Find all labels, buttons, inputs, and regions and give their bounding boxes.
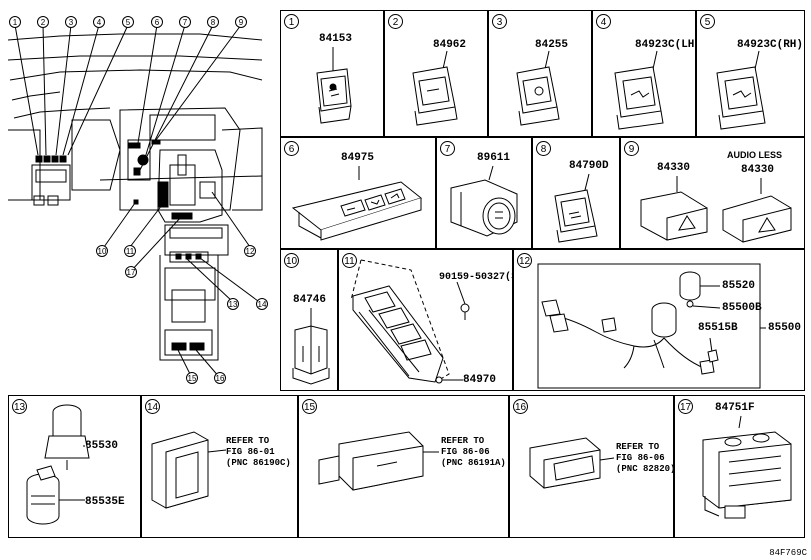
part-number: 84153 (319, 33, 353, 45)
part-number: 84962 (433, 39, 467, 51)
switch-icon (533, 138, 621, 250)
part-number: 84330 (657, 162, 691, 174)
cell-8: 8 84790D (532, 137, 620, 249)
callout-11: 11 (124, 245, 136, 257)
switch-icon (281, 11, 385, 138)
dashboard-console-drawing (0, 0, 275, 390)
cell-number: 15 (302, 399, 317, 414)
part-number: 85530 (85, 440, 119, 452)
cell-7: 7 89611 (436, 137, 532, 249)
callout-12: 12 (244, 245, 256, 257)
callout-8: 8 (207, 16, 219, 28)
callout-4: 4 (93, 16, 105, 28)
cell-number: 1 (284, 14, 299, 29)
start-button-icon (437, 138, 533, 250)
switch-icon (489, 11, 593, 138)
cell-number: 10 (284, 253, 299, 268)
callout-10: 10 (96, 245, 108, 257)
cell-6: 6 84975 (280, 137, 436, 249)
cell-13: 13 85530 85535E (8, 395, 141, 538)
cell-2: 2 84962 (384, 10, 488, 137)
cell-10: 10 84746 (280, 249, 338, 391)
part-number: 84923C(LH) (635, 39, 702, 51)
switch-icon (593, 11, 697, 138)
part-number: 85500B (722, 302, 762, 314)
callout-3: 3 (65, 16, 77, 28)
part-number: 90159-50327(3) (439, 272, 524, 283)
cell-number: 12 (517, 253, 532, 268)
callout-2: 2 (37, 16, 49, 28)
cell-14: 14 REFER TO FIG 86-01 (PNC 86190C) (141, 395, 298, 538)
cell-4: 4 84923C(LH) (592, 10, 701, 138)
callout-5: 5 (122, 16, 134, 28)
reference-note: REFER TO FIG 86-01 (PNC 86190C) (226, 436, 291, 468)
part-number: 84746 (293, 294, 327, 306)
cell-number: 8 (536, 141, 551, 156)
switch-icon (142, 396, 299, 539)
part-number: 85520 (722, 280, 756, 292)
socket-harness-icon (514, 250, 806, 392)
part-number: 84751F (715, 402, 755, 414)
callout-9: 9 (235, 16, 247, 28)
audio-less-note: AUDIO LESS (727, 150, 783, 160)
cell-number: 9 (624, 141, 639, 156)
reference-note: REFER TO FIG 86-06 (PNC 86191A) (441, 436, 506, 468)
cell-number: 2 (388, 14, 403, 29)
part-number: 84975 (341, 152, 375, 164)
cell-number: 11 (342, 253, 357, 268)
cell-number: 13 (12, 399, 27, 414)
overview-illustration: 1 2 3 4 5 6 7 8 9 10 11 12 13 14 15 16 1… (0, 0, 275, 390)
cell-15: 15 REFER TO FIG 86-06 (PNC 86191A) (298, 395, 509, 538)
callout-15: 15 (186, 372, 198, 384)
cell-number: 17 (678, 399, 693, 414)
callout-1: 1 (9, 16, 21, 28)
switch-icon (510, 396, 675, 539)
switch-panel-icon (281, 138, 437, 250)
cell-number: 16 (513, 399, 528, 414)
cell-5: 5 84923C(RH) (696, 10, 805, 137)
power-socket-icon (9, 396, 142, 539)
part-number: 84790D (569, 160, 609, 172)
cell-number: 4 (596, 14, 611, 29)
cell-12: 12 85520 85500B 85515B 85500 (513, 249, 805, 391)
part-number: 84255 (535, 39, 569, 51)
reference-note: REFER TO FIG 86-06 (PNC 82820) (616, 442, 676, 474)
hazard-switch-icon (621, 138, 806, 250)
switch-icon (697, 11, 806, 138)
cell-number: 14 (145, 399, 160, 414)
part-number: 84923C(RH) (737, 39, 804, 51)
callout-13: 13 (227, 298, 239, 310)
part-number: 85500 (768, 322, 802, 334)
switch-icon (385, 11, 489, 138)
switch-assembly-icon (339, 250, 514, 392)
callout-16: 16 (214, 372, 226, 384)
cell-number: 6 (284, 141, 299, 156)
cell-number: 5 (700, 14, 715, 29)
cell-1: 1 84153 (280, 10, 384, 137)
cell-17: 17 84751F (674, 395, 805, 538)
cell-16: 16 REFER TO FIG 86-06 (PNC 82820) (509, 395, 676, 539)
cell-11: 11 90159-50327(3) 84970 (338, 249, 523, 392)
switch-icon (299, 396, 510, 539)
callout-6: 6 (151, 16, 163, 28)
diagram-code: 84F769C (769, 548, 807, 558)
callout-14: 14 (256, 298, 268, 310)
cell-9: 9 84330 AUDIO LESS 84330 (620, 137, 805, 249)
callout-17: 17 (125, 266, 137, 278)
part-number: 84970 (463, 374, 497, 386)
part-number: 89611 (477, 152, 511, 164)
callout-7: 7 (179, 16, 191, 28)
part-number: 85515B (698, 322, 738, 334)
cell-number: 7 (440, 141, 455, 156)
cell-3: 3 84255 (488, 10, 592, 137)
connector-icon (281, 250, 339, 392)
control-panel-icon (675, 396, 806, 539)
part-number: 84330 (741, 164, 775, 176)
part-number: 85535E (85, 496, 125, 508)
cell-number: 3 (492, 14, 507, 29)
